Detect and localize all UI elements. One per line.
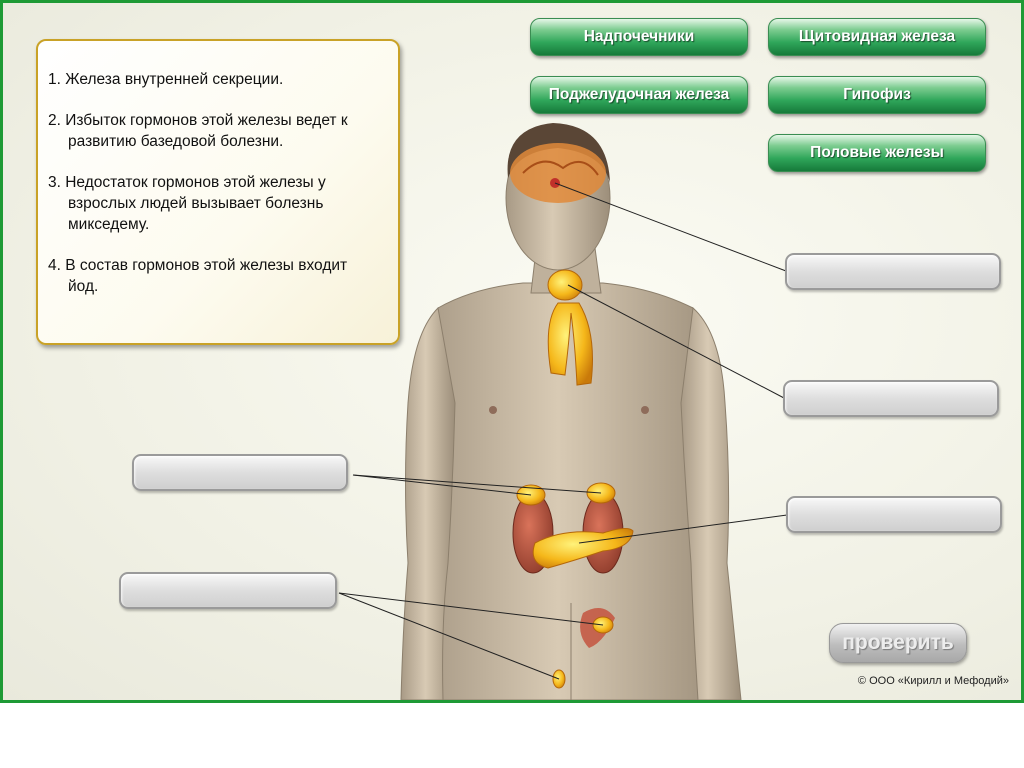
gland-button-adrenal[interactable]: Надпочечники: [530, 18, 748, 56]
task-item: 4. В состав гормонов этой железы входит …: [48, 257, 348, 295]
gland-button-pancreas[interactable]: Поджелудочная железа: [530, 76, 748, 114]
torso-shape: [422, 282, 724, 700]
gland-button-pituitary[interactable]: Гипофиз: [768, 76, 986, 114]
gland-button-thyroid[interactable]: Щитовидная железа: [768, 18, 986, 56]
task-description-card: 1. Железа внутренней секреции. 2. Избыто…: [36, 39, 400, 345]
answer-slot-pituitary[interactable]: [785, 253, 1001, 290]
hair-shape: [507, 123, 610, 183]
answer-slot-adrenal[interactable]: [132, 454, 348, 491]
answer-slot-thyroid[interactable]: [783, 380, 999, 417]
exercise-stage: 1. Железа внутренней секреции. 2. Избыто…: [0, 0, 1024, 703]
human-body-illustration: [338, 123, 788, 700]
answer-slot-pancreas[interactable]: [786, 496, 1002, 533]
leader-lines: [338, 182, 788, 680]
pancreas-shape: [532, 527, 634, 569]
check-button[interactable]: проверить: [829, 623, 967, 663]
copyright-text: © ООО «Кирилл и Мефодий»: [857, 675, 1009, 687]
gland-button-gonads[interactable]: Половые железы: [768, 134, 986, 172]
thyroid-shape: [547, 269, 583, 301]
brain-shape: [510, 143, 606, 203]
task-item: 2. Избыток гормонов этой железы ведет к …: [48, 112, 348, 150]
task-item: 3. Недостаток гормонов этой железы у взр…: [48, 174, 326, 233]
task-item: 1. Железа внутренней секреции.: [48, 71, 284, 88]
thymus-shape: [547, 302, 593, 386]
answer-slot-gonads[interactable]: [119, 572, 337, 609]
